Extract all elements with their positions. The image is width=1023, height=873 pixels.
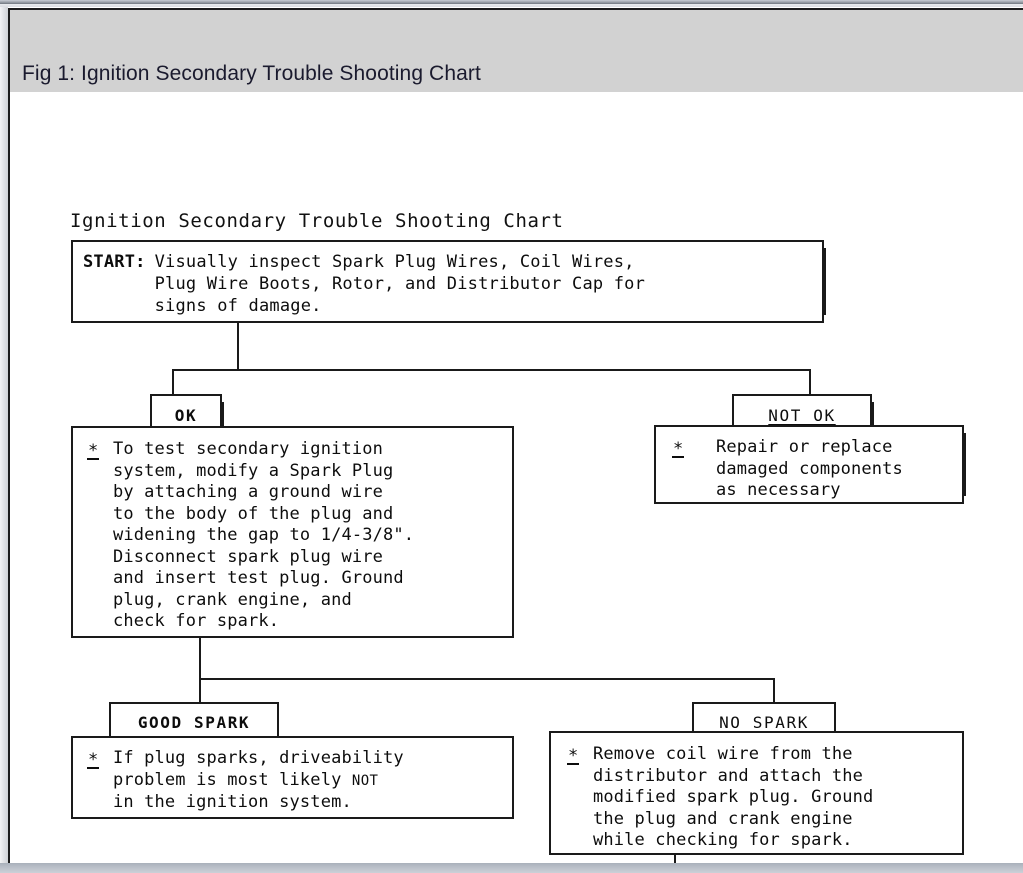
edge-procedure-split xyxy=(199,678,775,680)
node-no-spark-action-text: Remove coil wire from the distributor an… xyxy=(593,744,874,850)
node-good-spark-result-text: If plug sparks, driveability problem is … xyxy=(113,748,504,814)
content-left-border xyxy=(8,92,10,863)
result-emphasis-not: NOT xyxy=(351,772,379,789)
node-good-spark-result[interactable]: * If plug sparks, driveability problem i… xyxy=(71,736,514,819)
edge-procedure-stem xyxy=(199,638,201,680)
node-no-spark-label: NO SPARK xyxy=(719,713,809,732)
flowchart-title: Ignition Secondary Trouble Shooting Char… xyxy=(70,210,564,232)
window-left-edge xyxy=(0,7,8,863)
result-text-before: If plug sparks, driveability problem is … xyxy=(113,748,404,790)
node-not-ok-label: NOT OK xyxy=(768,405,836,425)
node-ok-label: OK xyxy=(174,405,198,425)
window-top-edge-highlight xyxy=(0,4,1023,7)
bullet-asterisk-icon: * xyxy=(567,746,580,766)
figure-caption: Fig 1: Ignition Secondary Trouble Shooti… xyxy=(22,62,481,85)
edge-to-not-ok xyxy=(809,369,811,395)
node-test-procedure[interactable]: * To test secondary ignition system, mod… xyxy=(71,426,514,638)
result-text-after: in the ignition system. xyxy=(113,792,352,812)
node-start[interactable]: START: Visually inspect Spark Plug Wires… xyxy=(71,240,826,323)
window-bottom-edge xyxy=(0,863,1023,873)
edge-no-spark-action-down xyxy=(674,855,676,863)
node-start-key: START: xyxy=(83,252,146,272)
node-no-spark-action[interactable]: * Remove coil wire from the distributor … xyxy=(549,731,964,855)
figure-header-bar: Fig 1: Ignition Secondary Trouble Shooti… xyxy=(8,8,1023,92)
flowchart-canvas: Ignition Secondary Trouble Shooting Char… xyxy=(10,92,1023,863)
node-test-procedure-text: To test secondary ignition system, modif… xyxy=(113,439,415,631)
bullet-asterisk-icon: * xyxy=(87,750,100,770)
node-start-text: Visually inspect Spark Plug Wires, Coil … xyxy=(154,252,646,316)
bullet-asterisk-icon: * xyxy=(87,441,100,461)
edge-to-no-spark xyxy=(773,678,775,703)
node-repair[interactable]: * Repair or replace damaged components a… xyxy=(654,425,966,504)
edge-start-stem xyxy=(237,323,239,371)
bullet-asterisk-icon: * xyxy=(672,439,685,459)
edge-start-split xyxy=(172,369,811,371)
edge-to-ok xyxy=(172,369,174,395)
node-good-spark-label: GOOD SPARK xyxy=(137,713,251,732)
window-top-edge xyxy=(0,0,1023,4)
edge-to-good-spark xyxy=(199,678,201,703)
node-repair-text: Repair or replace damaged components as … xyxy=(716,437,903,500)
